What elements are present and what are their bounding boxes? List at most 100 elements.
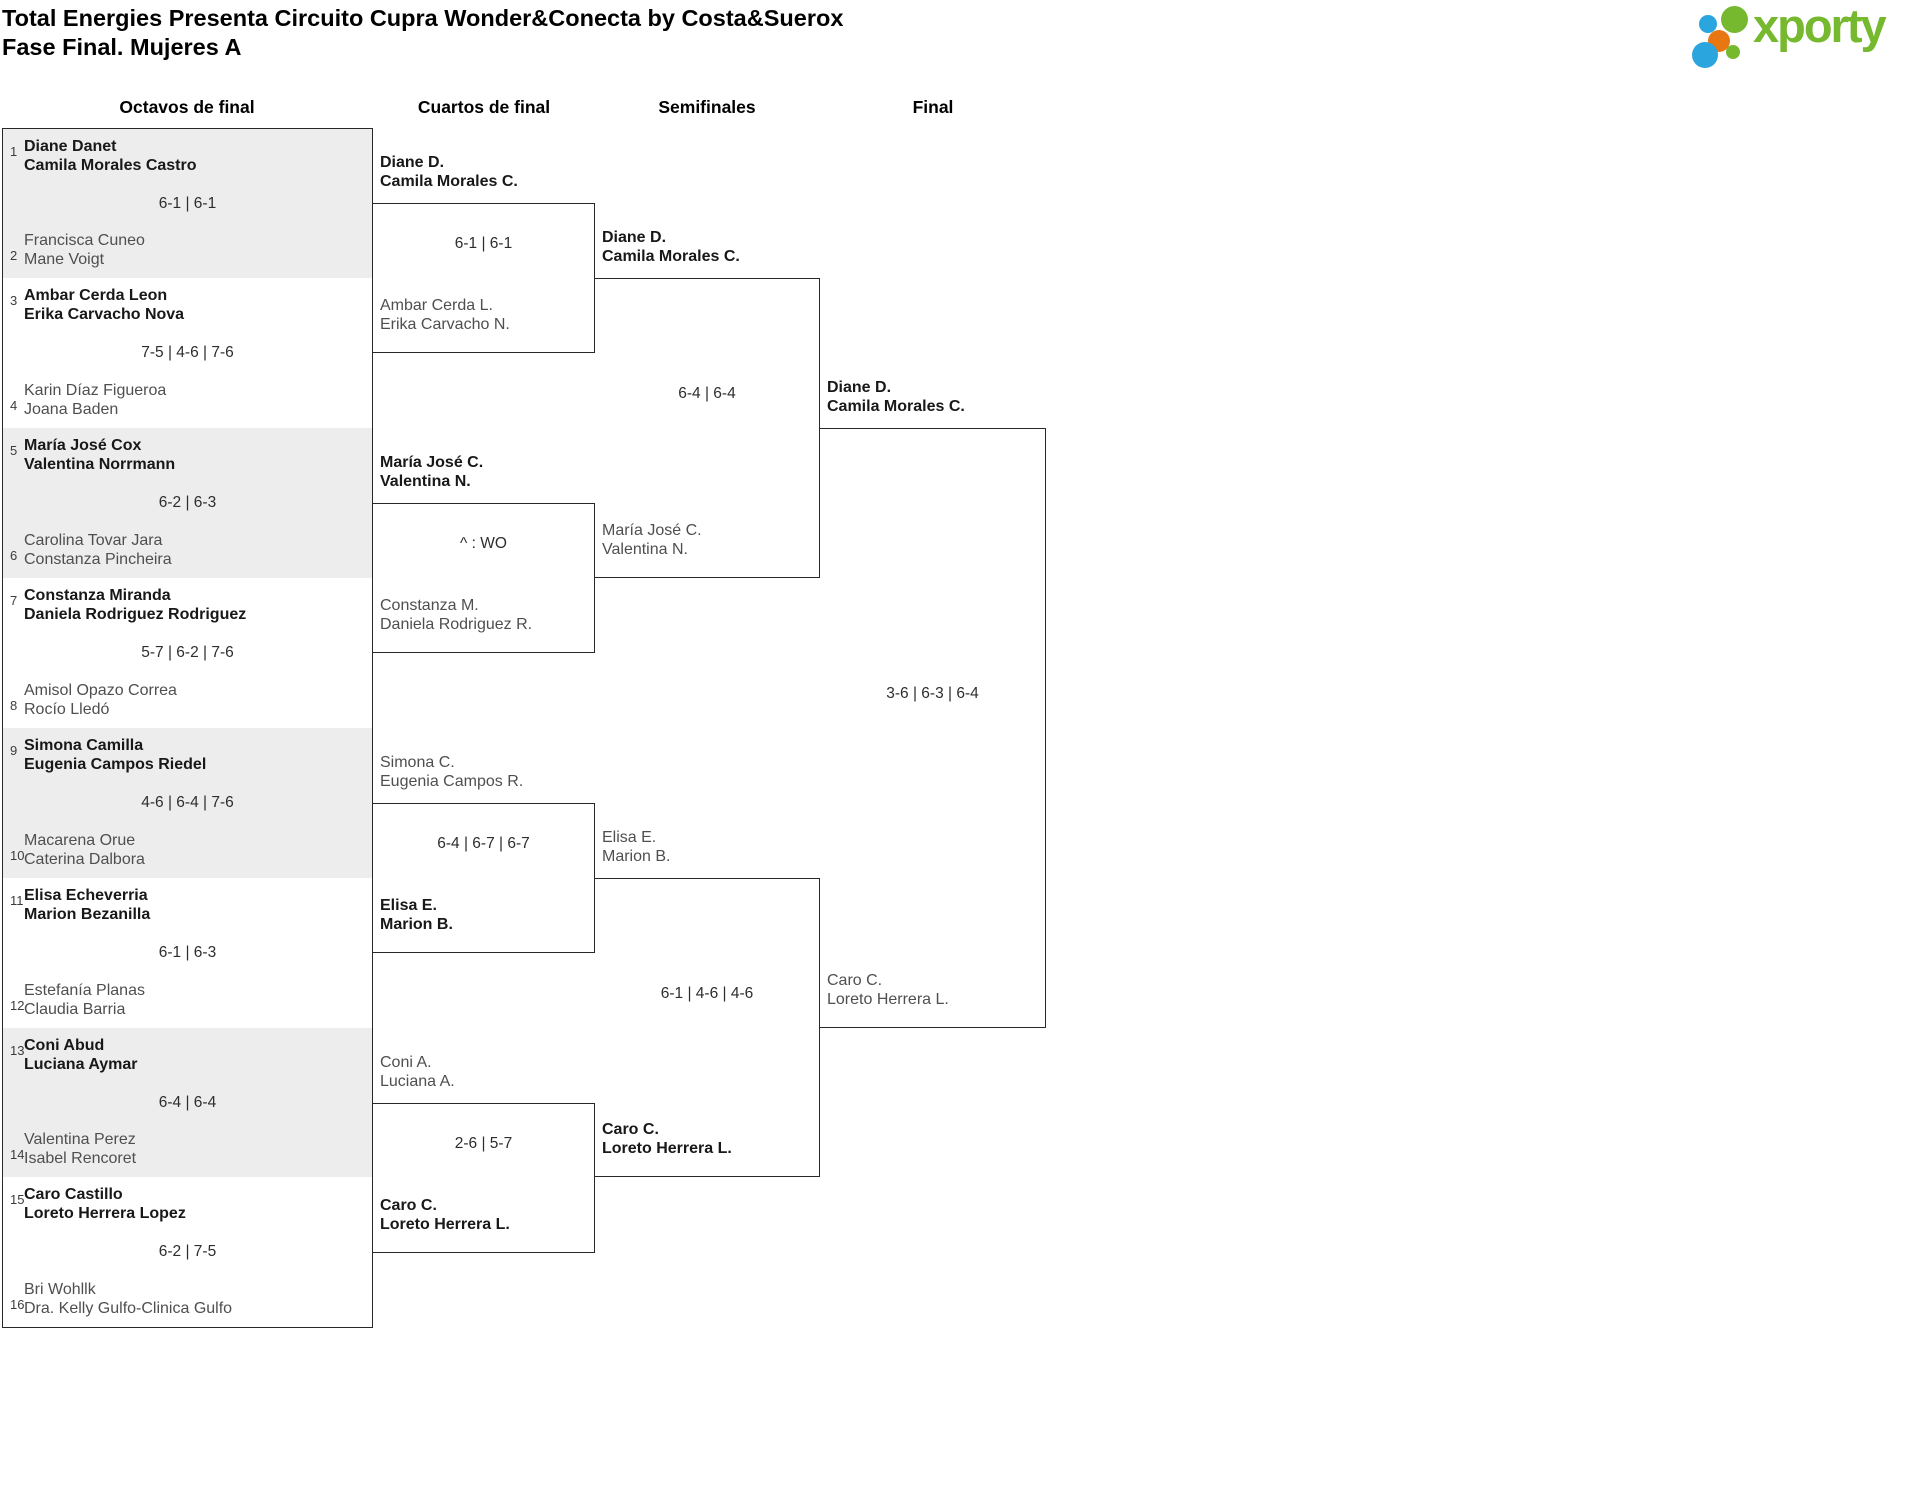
player-name: Macarena Orue xyxy=(24,832,136,849)
player-name: Marion Bezanilla xyxy=(24,906,151,923)
seed-number: 1 xyxy=(10,144,18,159)
player-name: Diane D. xyxy=(827,379,892,396)
player-name: Caterina Dalbora xyxy=(24,851,145,868)
seed-number: 16 xyxy=(10,1297,25,1312)
player-name: Erika Carvacho N. xyxy=(380,316,510,333)
player-name: Constanza Miranda xyxy=(24,587,171,604)
seed-number: 2 xyxy=(10,248,18,263)
team-name: María José C. Valentina N. xyxy=(380,453,483,491)
player-name: Caro C. xyxy=(602,1121,659,1138)
qf-match-3: Simona C. Eugenia Campos R. 6-4 | 6-7 | … xyxy=(373,754,595,953)
player-name: Elisa Echeverria xyxy=(24,887,148,904)
team-name: Macarena Orue Caterina Dalbora xyxy=(24,831,145,869)
player-name: Diane D. xyxy=(380,154,445,171)
player-name: Loreto Herrera L. xyxy=(602,1140,732,1157)
sf-match-2: Elisa E. Marion B. 6-1 | 4-6 | 4-6 Caro … xyxy=(595,829,820,1177)
xporty-logo[interactable]: xporty xyxy=(1685,0,1920,80)
team-name: Karin Díaz Figueroa Joana Baden xyxy=(24,381,166,419)
match-score: ^ : WO xyxy=(460,535,507,552)
seed-number: 10 xyxy=(10,848,25,863)
team-name: Amisol Opazo Correa Rocío Lledó xyxy=(24,681,177,719)
player-name: Daniela Rodriguez R. xyxy=(380,616,533,633)
r16-match-2: 3 Ambar Cerda Leon Erika Carvacho Nova 7… xyxy=(2,278,373,429)
match-score: 2-6 | 5-7 xyxy=(454,1135,513,1152)
player-name: Loreto Herrera Lopez xyxy=(24,1205,186,1222)
player-name: Claudia Barria xyxy=(24,1001,126,1018)
match-score: 6-4 | 6-4 xyxy=(158,1093,217,1111)
player-name: Caro C. xyxy=(380,1197,437,1214)
round-header-2: Semifinales xyxy=(658,97,756,117)
player-name: Constanza Pincheira xyxy=(24,551,172,568)
final-match-1: Diane D. Camila Morales C. 3-6 | 6-3 | 6… xyxy=(820,379,1046,1028)
player-name: Amisol Opazo Correa xyxy=(24,682,177,699)
player-name: Estefanía Planas xyxy=(24,982,145,999)
player-name: Simona Camilla xyxy=(24,737,144,754)
team-name: Bri Wohllk Dra. Kelly Gulfo-Clinica Gulf… xyxy=(24,1280,232,1318)
player-name: Carolina Tovar Jara xyxy=(24,532,163,549)
seed-number: 3 xyxy=(10,293,18,308)
r16-match-1: 1 Diane Danet Camila Morales Castro 6-1 … xyxy=(2,128,373,279)
match-score: 6-2 | 6-3 xyxy=(158,494,217,511)
r16-match-8: 15 Caro Castillo Loreto Herrera Lopez 6-… xyxy=(2,1177,373,1328)
round-header-0: Octavos de final xyxy=(119,97,255,117)
match-score: 6-4 | 6-7 | 6-7 xyxy=(437,835,530,852)
player-name: Ambar Cerda L. xyxy=(380,297,493,314)
match-score: 4-6 | 6-4 | 7-6 xyxy=(141,794,234,811)
team-name: Estefanía Planas Claudia Barria xyxy=(24,981,145,1019)
match-score: 6-1 | 6-1 xyxy=(158,194,217,212)
team-name: Constanza M. Daniela Rodriguez R. xyxy=(380,596,532,634)
player-name: Karin Díaz Figueroa xyxy=(24,382,167,399)
team-name: Diane D. Camila Morales C. xyxy=(380,153,518,191)
player-name: Ambar Cerda Leon xyxy=(24,287,168,304)
match-score: 6-4 | 6-4 xyxy=(678,385,736,402)
player-name: Valentina N. xyxy=(602,541,688,558)
player-name: Constanza M. xyxy=(380,597,479,614)
player-name: Camila Morales C. xyxy=(380,173,518,190)
player-name: Dra. Kelly Gulfo-Clinica Gulfo xyxy=(24,1300,233,1317)
logo-dot-blue-medium xyxy=(1692,42,1718,68)
player-name: Elisa E. xyxy=(380,897,437,914)
team-name: Ambar Cerda L. Erika Carvacho N. xyxy=(380,296,510,334)
player-name: Erika Carvacho Nova xyxy=(24,306,185,323)
match-score: 7-5 | 4-6 | 7-6 xyxy=(141,344,234,361)
team-name: Francisca Cuneo Mane Voigt xyxy=(24,231,145,269)
team-name: María José Cox Valentina Norrmann xyxy=(24,436,175,474)
player-name: Coni Abud xyxy=(24,1037,105,1054)
team-name: Coni Abud Luciana Aymar xyxy=(24,1036,138,1074)
seed-number: 12 xyxy=(10,998,25,1013)
team-name: Elisa E. Marion B. xyxy=(380,896,453,934)
qf-match-1: Diane D. Camila Morales C. 6-1 | 6-1 Amb… xyxy=(373,154,595,353)
team-name: Ambar Cerda Leon Erika Carvacho Nova xyxy=(24,286,184,324)
seed-number: 4 xyxy=(10,398,18,413)
player-name: Camila Morales C. xyxy=(827,398,965,415)
seed-number: 15 xyxy=(10,1192,25,1207)
player-name: Daniela Rodriguez Rodriguez xyxy=(24,606,247,623)
player-name: Camila Morales C. xyxy=(602,248,740,265)
match-score: 5-7 | 6-2 | 7-6 xyxy=(141,644,234,661)
team-name: Diane D. Camila Morales C. xyxy=(602,228,740,266)
team-name: Caro C. Loreto Herrera L. xyxy=(602,1120,732,1158)
player-name: Simona C. xyxy=(380,754,455,771)
qf-match-4: Coni A. Luciana A. 2-6 | 5-7 Caro C. Lor… xyxy=(373,1054,595,1253)
r16-match-5: 9 Simona Camilla Eugenia Campos Riedel 4… xyxy=(2,728,373,879)
player-name: Caro C. xyxy=(827,972,883,989)
player-name: Caro Castillo xyxy=(24,1186,123,1203)
team-name: Simona Camilla Eugenia Campos Riedel xyxy=(24,736,206,774)
team-name: Caro C. Loreto Herrera L. xyxy=(380,1196,510,1234)
team-name: Elisa Echeverria Marion Bezanilla xyxy=(24,886,150,924)
team-name: Valentina Perez Isabel Rencoret xyxy=(24,1130,136,1168)
player-name: Luciana A. xyxy=(380,1073,455,1090)
seed-number: 8 xyxy=(10,698,18,713)
player-name: María José Cox xyxy=(24,437,142,454)
match-score: 6-2 | 7-5 xyxy=(158,1243,217,1260)
team-name: Simona C. Eugenia Campos R. xyxy=(380,753,523,791)
team-name: Caro Castillo Loreto Herrera Lopez xyxy=(24,1185,186,1223)
team-name: Diane Danet Camila Morales Castro xyxy=(24,137,197,175)
round-header-1: Cuartos de final xyxy=(417,97,551,117)
player-name: Loreto Herrera L. xyxy=(380,1216,510,1233)
match-score: 3-6 | 6-3 | 6-4 xyxy=(886,685,979,702)
player-name: Joana Baden xyxy=(24,401,119,418)
team-name: Coni A. Luciana A. xyxy=(380,1053,455,1091)
bracket-subtitle: Fase Final. Mujeres A xyxy=(2,34,242,60)
